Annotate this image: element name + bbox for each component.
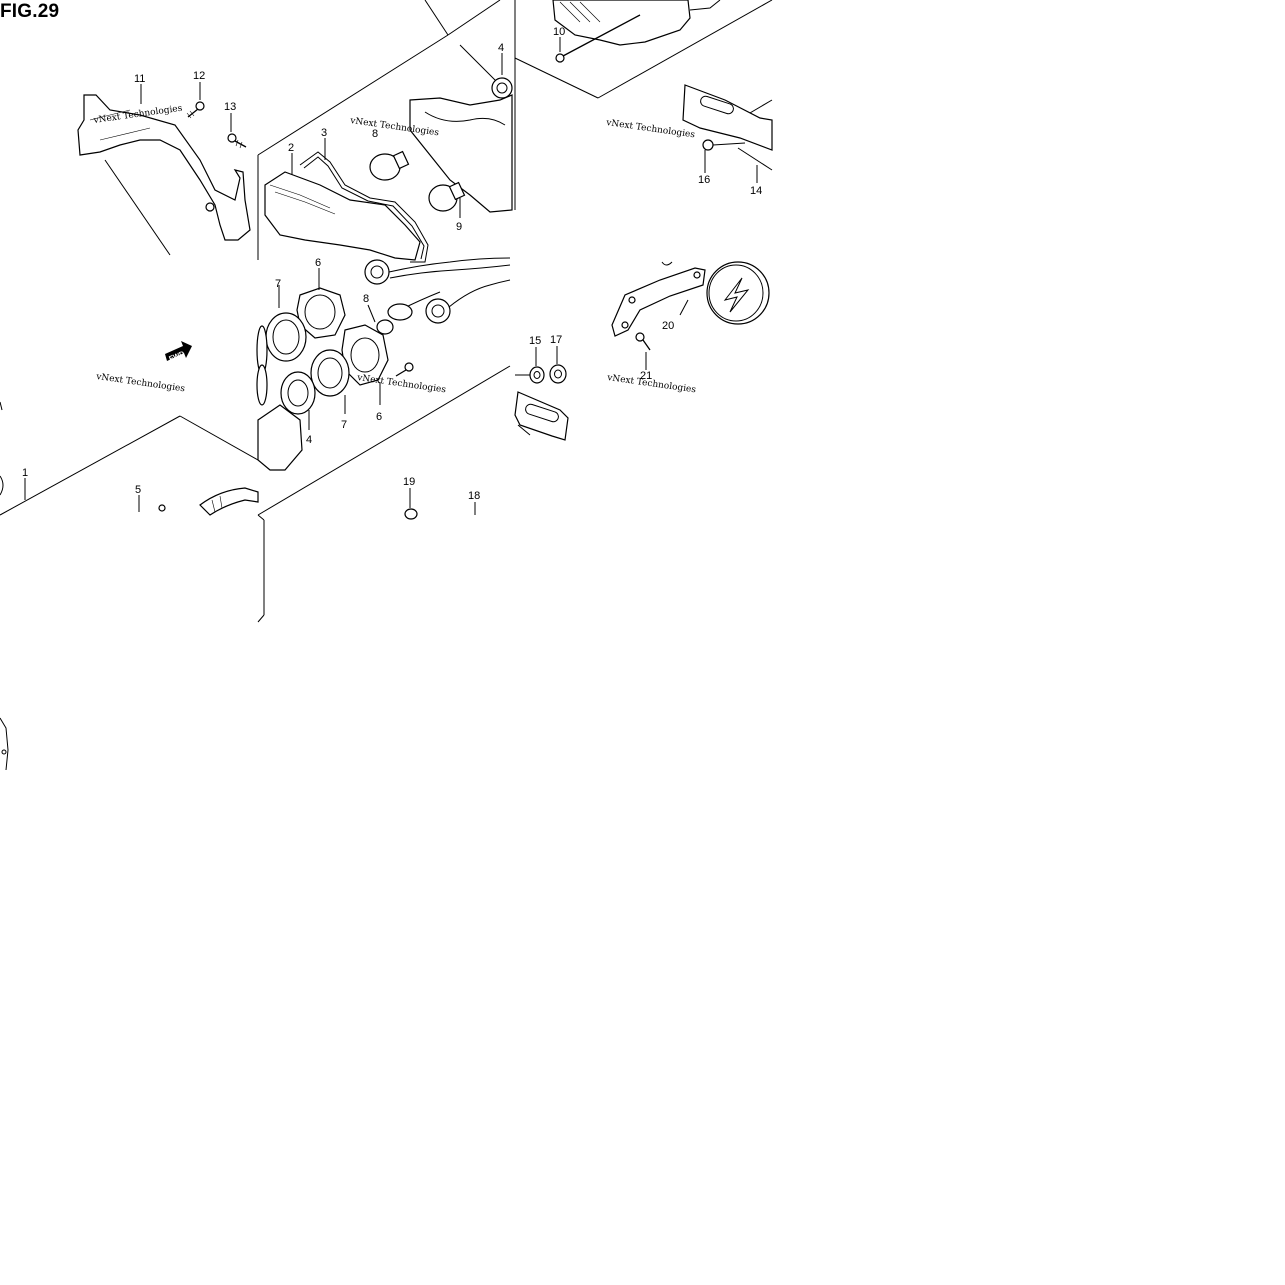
callout-8-upper: 8 — [372, 128, 378, 140]
callout-11: 11 — [134, 73, 145, 85]
callout-15: 15 — [529, 335, 541, 347]
part-8-socket-wiring — [364, 257, 511, 335]
part-18-plate — [514, 391, 569, 441]
part-14-bracket — [682, 84, 773, 151]
figure-title: FIG.29 — [0, 1, 60, 22]
part-11-rear-bracket — [77, 94, 251, 241]
part-17-nut — [549, 364, 567, 384]
bulb-9-upper — [369, 150, 410, 181]
bottom-left-fragment — [0, 717, 9, 771]
callout-8-lower: 8 — [363, 293, 369, 305]
part-5-stay — [158, 487, 259, 516]
callout-labels: 1 2 3 4 4 5 6 6 7 7 8 8 9 10 11 12 13 14… — [22, 26, 762, 502]
callout-1: 1 — [22, 467, 28, 479]
screw-12 — [186, 101, 205, 119]
ring-7-upper — [265, 312, 307, 362]
callout-16: 16 — [698, 174, 710, 186]
bulb-9-lower — [428, 181, 466, 212]
callout-7-lower: 7 — [341, 419, 347, 431]
panel-lines — [0, 0, 773, 623]
screw-21 — [635, 332, 651, 351]
callout-20: 20 — [662, 320, 674, 332]
part-3-gasket — [299, 151, 429, 263]
part-1-edge — [0, 401, 4, 496]
callout-6-lower: 6 — [376, 411, 382, 423]
part-15-washer — [515, 366, 545, 384]
callout-13: 13 — [224, 101, 236, 113]
callout-14: 14 — [750, 185, 762, 197]
callout-21: 21 — [640, 370, 652, 382]
screw-13 — [227, 133, 247, 149]
reflector — [706, 261, 770, 325]
watermark-3: vNext Technologies — [605, 118, 696, 141]
callout-4-bottom: 4 — [306, 434, 312, 446]
callout-4-top: 4 — [498, 42, 504, 54]
leader-lines — [24, 37, 758, 515]
part-4-housing-lower — [256, 325, 316, 471]
callout-2: 2 — [288, 142, 294, 154]
part-20-bracket — [611, 261, 706, 337]
callout-9: 9 — [456, 221, 462, 233]
callout-12: 12 — [193, 70, 205, 82]
callout-18: 18 — [468, 490, 480, 502]
screw-small — [395, 362, 414, 377]
callout-7-upper: 7 — [275, 278, 281, 290]
callout-19: 19 — [403, 476, 415, 488]
watermark-5: vNext Technologies — [356, 373, 447, 396]
part-4-housing-top — [409, 77, 513, 213]
callout-6-upper: 6 — [315, 257, 321, 269]
ring-6-upper — [296, 287, 346, 339]
part-19-grommet — [404, 508, 418, 520]
callout-10: 10 — [553, 26, 565, 38]
callout-3: 3 — [321, 127, 327, 139]
fwd-arrow-icon: FWD — [165, 341, 192, 363]
callout-17: 17 — [550, 334, 562, 346]
watermark-4: vNext Technologies — [95, 372, 186, 395]
callout-5: 5 — [135, 484, 141, 496]
part-2-lens — [264, 171, 421, 261]
part-10-top-lamp — [552, 0, 721, 63]
ring-7-lower — [310, 349, 350, 397]
